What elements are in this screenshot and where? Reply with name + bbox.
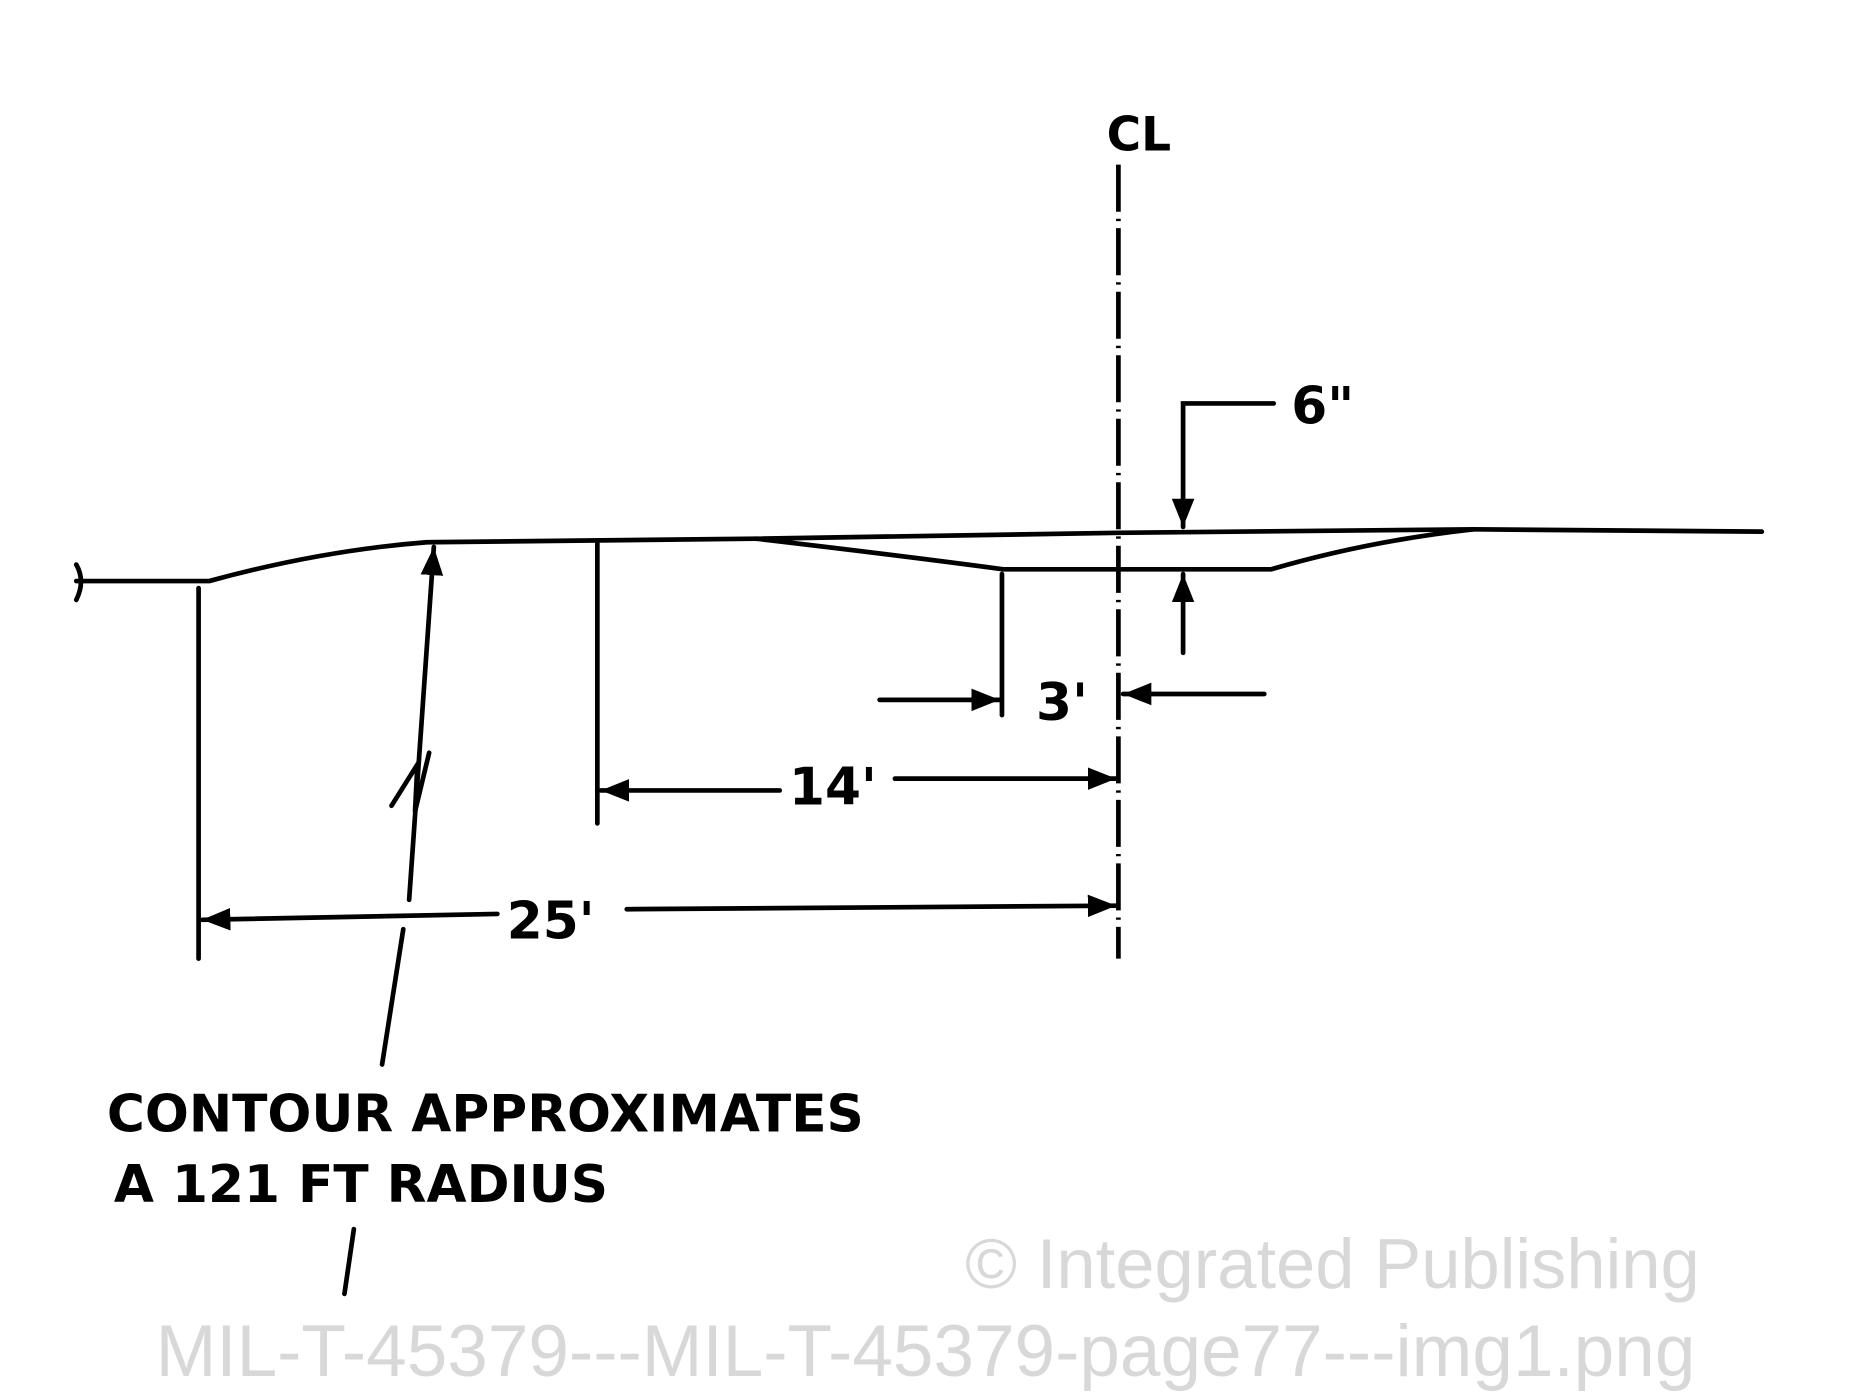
- dimension-half-width: 25': [199, 892, 1119, 952]
- dimension-crown-depth: 6": [1171, 376, 1354, 656]
- extension-lines: [196, 541, 1005, 961]
- surface-profile: [73, 526, 1765, 603]
- watermark-line-1: © Integrated Publishing: [965, 1224, 1700, 1303]
- dimension-inner-offset: 3': [877, 673, 1267, 733]
- watermark-line-2: MIL-T-45379---MIL-T-45379-page77---img1.…: [156, 1311, 1696, 1392]
- note-line-2: A 121 FT RADIUS: [114, 1155, 608, 1215]
- half-width-label: 25': [507, 892, 595, 952]
- centerline: CL: [1107, 108, 1171, 959]
- middle-width-label: 14': [789, 758, 877, 818]
- dimension-middle-width: 14': [598, 758, 1119, 818]
- radius-leader: [342, 544, 444, 1297]
- inner-offset-label: 3': [1036, 673, 1088, 733]
- centerline-label: CL: [1107, 108, 1171, 163]
- crown-depth-label: 6": [1291, 376, 1354, 436]
- note-line-1: CONTOUR APPROXIMATES: [107, 1085, 864, 1145]
